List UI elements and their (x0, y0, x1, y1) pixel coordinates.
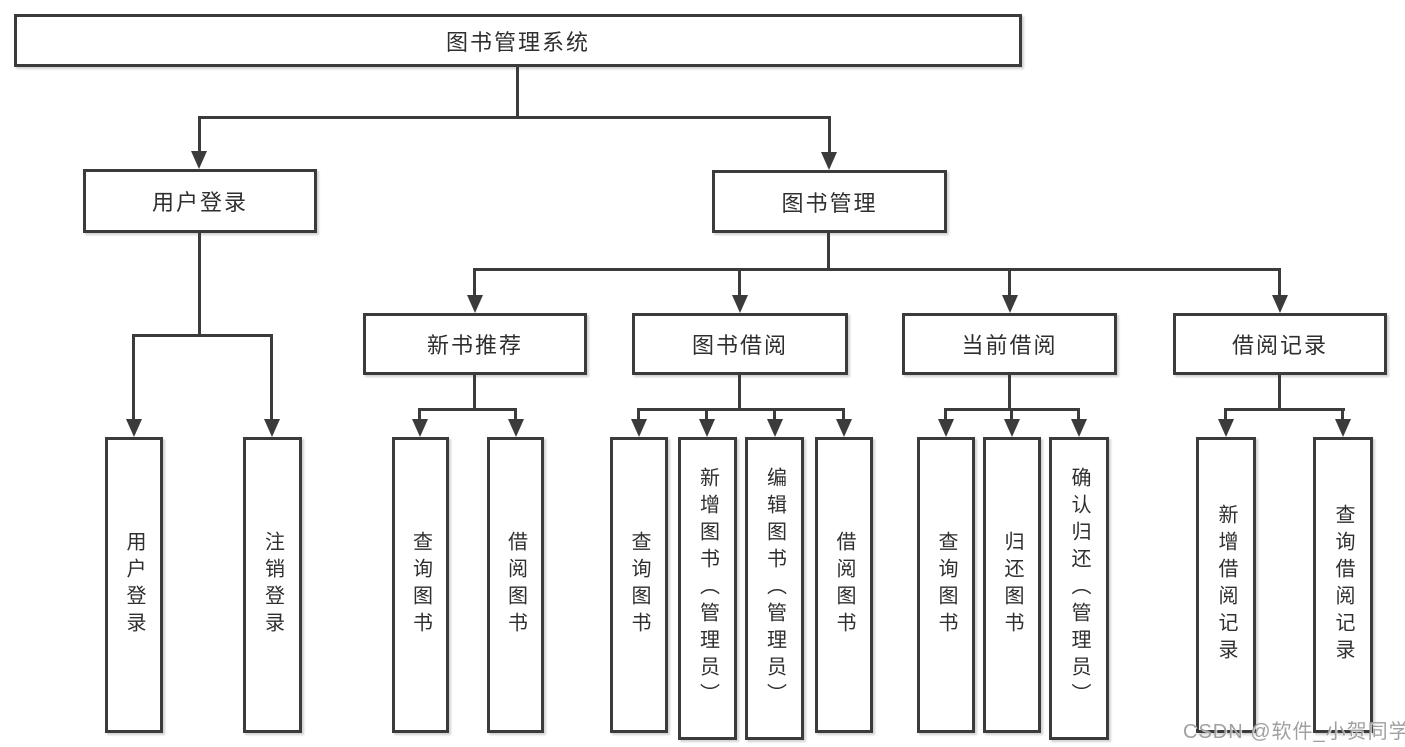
node-leaf-confirm-return-admin: 确认归还（管理员） (1049, 437, 1109, 740)
node-leaf-add-borrow-record: 新增借阅记录 (1196, 437, 1256, 733)
connector-vline (1224, 408, 1227, 420)
arrowhead-down (631, 419, 647, 437)
connector-vline (1278, 375, 1281, 411)
node-leaf-return-books: 归还图书 (983, 437, 1041, 733)
arrowhead-down (126, 419, 142, 437)
connector-vline (1077, 408, 1080, 420)
arrowhead-down (508, 419, 524, 437)
arrowhead-down (1335, 419, 1351, 437)
csdn-watermark: CSDN @软件_小贺同学 (1183, 721, 1405, 743)
arrowhead-down (699, 419, 715, 437)
node-book-borrowing: 图书借阅 (632, 313, 848, 375)
connector-vline (773, 408, 776, 420)
arrowhead-down (732, 295, 748, 313)
node-leaf-query-books: 查询图书 (610, 437, 668, 733)
node-leaf-add-books-admin: 新增图书（管理员） (678, 437, 737, 740)
arrowhead-down (191, 151, 207, 169)
connector-vline (473, 268, 476, 296)
connector-vline (1010, 408, 1013, 420)
arrowhead-down (821, 152, 837, 170)
arrowhead-down (1272, 295, 1288, 313)
connector-hline (198, 116, 831, 119)
node-book-management-branch: 图书管理 (712, 170, 947, 233)
connector-vline (827, 233, 830, 271)
connector-vline (828, 116, 831, 152)
arrowhead-down (1071, 419, 1087, 437)
connector-hline (1224, 408, 1345, 411)
connector-vline (738, 375, 741, 411)
connector-vline (944, 408, 947, 420)
connector-vline (1278, 268, 1281, 296)
arrowhead-down (938, 419, 954, 437)
arrowhead-down (1218, 419, 1234, 437)
arrowhead-down (1002, 295, 1018, 313)
connector-vline (637, 408, 640, 420)
node-current-borrowing: 当前借阅 (902, 313, 1117, 375)
arrowhead-down (467, 295, 483, 313)
connector-vline (1341, 408, 1344, 420)
connector-vline (418, 408, 421, 420)
connector-hline (418, 408, 517, 411)
connector-vline (132, 334, 135, 420)
node-leaf-logout: 注销登录 (243, 437, 302, 733)
arrowhead-down (412, 419, 428, 437)
connector-vline (473, 375, 476, 411)
arrowhead-down (264, 419, 280, 437)
node-leaf-borrow-books: 借阅图书 (815, 437, 873, 733)
arrowhead-down (1004, 419, 1020, 437)
node-leaf-query-books: 查询图书 (392, 437, 449, 733)
node-leaf-query-borrow-record: 查询借阅记录 (1313, 437, 1373, 733)
connector-vline (198, 233, 201, 336)
node-borrowing-records: 借阅记录 (1173, 313, 1387, 375)
connector-vline (514, 408, 517, 420)
node-leaf-borrow-books: 借阅图书 (487, 437, 544, 733)
node-library-management-system: 图书管理系统 (14, 14, 1022, 67)
connector-hline (473, 268, 1281, 271)
connector-vline (1008, 268, 1011, 296)
node-user-login-branch: 用户登录 (83, 169, 317, 233)
connector-vline (198, 116, 201, 152)
arrowhead-down (836, 419, 852, 437)
node-leaf-edit-books-admin: 编辑图书（管理员） (745, 437, 804, 740)
node-leaf-user-login: 用户登录 (105, 437, 163, 733)
connector-hline (637, 408, 845, 411)
connector-vline (705, 408, 708, 420)
connector-vline (1008, 375, 1011, 411)
connector-vline (270, 334, 273, 420)
node-new-book-recommend: 新书推荐 (363, 313, 587, 375)
connector-vline (842, 408, 845, 420)
node-leaf-query-books: 查询图书 (917, 437, 975, 733)
connector-vline (738, 268, 741, 296)
connector-hline (132, 334, 273, 337)
arrowhead-down (767, 419, 783, 437)
connector-vline (516, 67, 519, 118)
